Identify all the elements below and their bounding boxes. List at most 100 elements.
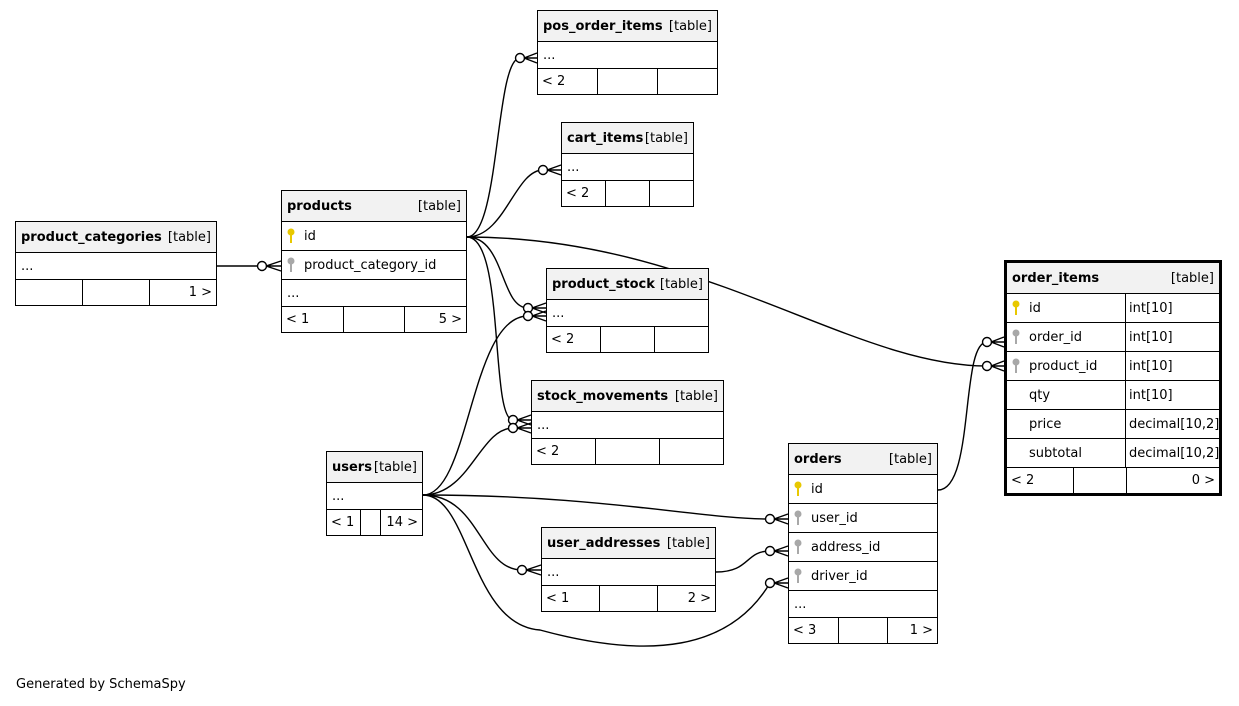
column-row[interactable]: product_category_id <box>282 251 466 280</box>
table-header: products [table] <box>282 191 466 222</box>
child-count: 0 > <box>1126 468 1219 493</box>
table-name: pos_order_items <box>543 18 663 34</box>
table-footer: 1 > <box>16 280 216 305</box>
child-count <box>654 327 708 352</box>
table-product-stock[interactable]: product_stock [table] ... < 2 <box>546 268 709 353</box>
row-count <box>837 618 888 643</box>
column-datatype: int[10] <box>1125 323 1219 351</box>
table-type: [table] <box>674 388 718 404</box>
foreign-key-icon <box>1012 329 1020 344</box>
row-count <box>342 307 405 332</box>
table-stock-movements[interactable]: stock_movements [table] ... < 2 <box>531 380 724 465</box>
table-type: [table] <box>644 130 688 146</box>
edge-products-stock-movements <box>466 236 514 421</box>
table-order-items[interactable]: order_items [table] id int[10] order_id … <box>1004 260 1222 496</box>
edge-products-cart-items <box>466 169 544 238</box>
columns-ellipsis: ... <box>16 253 216 280</box>
table-cart-items[interactable]: cart_items [table] ... < 2 <box>561 122 694 207</box>
table-header: user_addresses [table] <box>542 528 715 559</box>
column-name: id <box>811 481 823 497</box>
column-datatype: decimal[10,2] <box>1125 439 1219 467</box>
table-product-categories[interactable]: product_categories [table] ... 1 > <box>15 221 217 306</box>
columns-ellipsis: ... <box>538 42 717 69</box>
edge-users-product-stock <box>422 315 529 496</box>
parent-count: < 2 <box>536 444 560 459</box>
column-row[interactable]: qty int[10] <box>1007 381 1219 410</box>
column-row[interactable]: order_id int[10] <box>1007 323 1219 352</box>
columns-ellipsis: ... <box>532 412 723 439</box>
column-row[interactable]: address_id <box>789 533 937 562</box>
table-type: [table] <box>888 451 932 467</box>
column-row[interactable]: id int[10] <box>1007 294 1219 323</box>
table-type: [table] <box>167 229 211 245</box>
table-orders[interactable]: orders [table] id user_id address_id dri… <box>788 443 938 644</box>
column-row[interactable]: id <box>282 222 466 251</box>
parent-count: < 1 <box>546 591 570 606</box>
table-footer: < 2 <box>532 439 723 464</box>
column-datatype: decimal[10,2] <box>1125 410 1219 438</box>
parent-count <box>16 280 82 305</box>
edge-user-addresses-orders <box>715 550 771 573</box>
edge-users-orders-user <box>422 494 771 520</box>
table-footer: < 2 <box>547 327 708 352</box>
table-users[interactable]: users [table] ... < 1 14 > <box>326 451 423 536</box>
parent-count: < 2 <box>542 74 566 89</box>
column-name: order_id <box>1029 329 1083 345</box>
child-count: 1 > <box>149 280 216 305</box>
edge-products-product-stock <box>466 236 529 309</box>
column-row[interactable]: price decimal[10,2] <box>1007 410 1219 439</box>
columns-ellipsis: ... <box>282 280 466 307</box>
table-header: orders [table] <box>789 444 937 475</box>
child-count: 5 > <box>404 307 466 332</box>
row-count <box>600 327 654 352</box>
table-footer: < 1 2 > <box>542 586 715 611</box>
table-products[interactable]: products [table] id product_category_id … <box>281 190 467 333</box>
edge-users-orders-driver <box>422 494 771 647</box>
table-type: [table] <box>659 276 703 292</box>
columns-ellipsis: ... <box>789 591 937 618</box>
child-count: 14 > <box>380 510 422 535</box>
row-count <box>595 439 659 464</box>
generated-by-label: Generated by SchemaSpy <box>16 677 186 692</box>
table-name: users <box>332 459 372 475</box>
row-count <box>597 69 657 94</box>
row-count <box>360 510 380 535</box>
column-name: id <box>304 228 316 244</box>
table-type: [table] <box>1170 270 1214 286</box>
column-row[interactable]: driver_id <box>789 562 937 591</box>
table-user-addresses[interactable]: user_addresses [table] ... < 1 2 > <box>541 527 716 612</box>
edge-users-stock-movements <box>422 427 514 496</box>
edge-users-user-addresses <box>422 494 523 571</box>
child-count: 1 > <box>887 618 937 643</box>
table-footer: < 1 14 > <box>327 510 422 535</box>
column-row[interactable]: subtotal decimal[10,2] <box>1007 439 1219 468</box>
foreign-key-icon <box>794 568 802 583</box>
column-name: user_id <box>811 510 858 526</box>
primary-key-icon <box>794 481 802 496</box>
column-name: address_id <box>811 539 881 555</box>
table-header: cart_items [table] <box>562 123 693 154</box>
edge-orders-order-items <box>937 341 988 491</box>
column-datatype: int[10] <box>1125 294 1219 322</box>
table-header: stock_movements [table] <box>532 381 723 412</box>
column-name: qty <box>1029 387 1051 403</box>
columns-ellipsis: ... <box>542 559 715 586</box>
columns-ellipsis: ... <box>547 300 708 327</box>
row-count <box>82 280 149 305</box>
table-name: cart_items <box>567 130 644 146</box>
column-row[interactable]: product_id int[10] <box>1007 352 1219 381</box>
column-row[interactable]: user_id <box>789 504 937 533</box>
table-pos-order-items[interactable]: pos_order_items [table] ... < 2 <box>537 10 718 95</box>
parent-count: < 1 <box>331 515 355 530</box>
parent-count: < 1 <box>286 312 310 327</box>
column-row[interactable]: id <box>789 475 937 504</box>
table-type: [table] <box>666 535 710 551</box>
table-footer: < 2 <box>562 181 693 206</box>
parent-count: < 2 <box>551 332 575 347</box>
column-datatype: int[10] <box>1125 381 1219 409</box>
column-name: product_category_id <box>304 257 437 273</box>
table-type: [table] <box>417 198 461 214</box>
table-footer: < 1 5 > <box>282 307 466 332</box>
parent-count: < 2 <box>1011 473 1035 488</box>
